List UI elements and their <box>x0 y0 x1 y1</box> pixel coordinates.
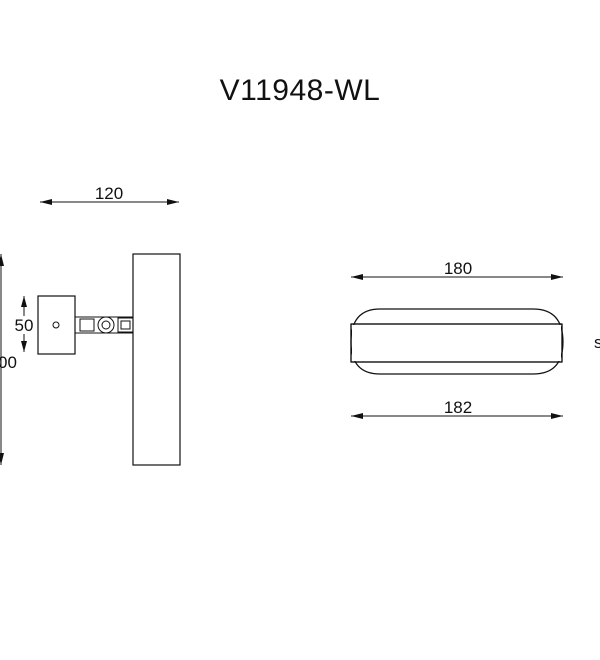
arrow-right-icon <box>167 199 179 205</box>
dim-label-total-height: 00 <box>0 353 17 372</box>
dim-label-50: 50 <box>15 316 34 335</box>
arm-joint-left <box>79 318 95 332</box>
arrow-up-icon <box>21 296 27 307</box>
arm-joint-right-inner <box>120 320 131 330</box>
dim-label-180: 180 <box>444 259 472 278</box>
arrow-up-icon <box>0 254 4 266</box>
arm-pivot-icon <box>97 316 115 334</box>
arrow-down-icon <box>0 453 4 465</box>
front-view: 180 182 s <box>350 259 600 419</box>
dim-label-right-partial: s <box>594 333 600 352</box>
arrow-left-icon <box>351 274 363 280</box>
lamp-inner-mask <box>352 325 561 361</box>
arrow-left-icon <box>351 413 363 419</box>
dim-label-120: 120 <box>95 184 123 203</box>
lamp-body-side <box>132 253 181 466</box>
dim-label-bg <box>12 316 38 334</box>
arrow-left-icon <box>40 199 52 205</box>
arrow-right-icon <box>551 413 563 419</box>
drawing-title: V11948-WL <box>219 74 381 107</box>
dim-label-182: 182 <box>444 398 472 417</box>
wall-mount-base <box>37 295 76 355</box>
arm-joint-right <box>117 317 134 333</box>
arrow-down-icon <box>21 341 27 352</box>
mount-screw-icon <box>52 321 60 329</box>
arrow-right-icon <box>551 274 563 280</box>
side-view: 120 00 50 <box>0 184 181 466</box>
arm-pivot-inner <box>101 320 111 330</box>
